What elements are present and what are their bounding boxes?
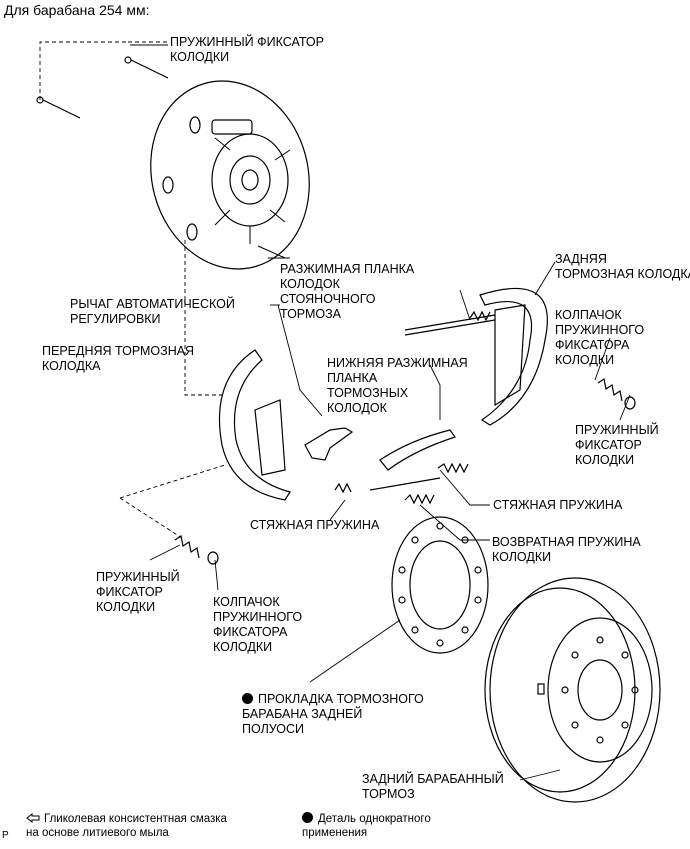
legend-single-use-text: Деталь однократного применения: [302, 813, 431, 839]
label-cap-right: КОЛПАЧОК ПРУЖИННОГО ФИКСАТОРА КОЛОДКИ: [555, 308, 645, 367]
label-tension-spring-right: СТЯЖНАЯ ПРУЖИНА: [493, 498, 623, 512]
grease-arrow-icon: [26, 813, 40, 823]
label-spring-retainer-top: ПРУЖИННЫЙ ФИКСАТОР КОЛОДКИ: [170, 35, 324, 64]
label-auto-adjust-lever: РЫЧАГ АВТОМАТИЧЕСКОЙ РЕГУЛИРОВКИ: [70, 297, 235, 326]
label-gasket: ПРОКЛАДКА ТОРМОЗНОГО БАРАБАНА ЗАДНЕЙ ПОЛ…: [242, 692, 424, 737]
page-title: Для барабана 254 мм:: [4, 2, 150, 18]
label-drum: ЗАДНИЙ БАРАБАННЫЙ ТОРМОЗ: [362, 772, 504, 801]
label-tension-spring-left: СТЯЖНАЯ ПРУЖИНА: [250, 518, 380, 532]
legend-single-use: Деталь однократного применения: [302, 812, 431, 840]
label-rear-shoe: ЗАДНЯЯ ТОРМОЗНАЯ КОЛОДКА: [555, 252, 690, 281]
label-parking-strut: РАЗЖИМНАЯ ПЛАНКА КОЛОДОК СТОЯНОЧНОГО ТОР…: [280, 262, 415, 321]
label-cap-left: КОЛПАЧОК ПРУЖИННОГО ФИКСАТОРА КОЛОДКИ: [213, 595, 303, 654]
figure-code: P: [2, 830, 9, 841]
label-spring-retainer-left: ПРУЖИННЫЙ ФИКСАТОР КОЛОДКИ: [96, 570, 180, 614]
legend-grease: Гликолевая консистентная смазка на основ…: [26, 812, 227, 840]
single-use-icon: [242, 693, 253, 704]
label-lower-strut: НИЖНЯЯ РАЗЖИМНАЯ ПЛАНКА ТОРМОЗНЫХ КОЛОДО…: [327, 356, 468, 415]
gasket-text: ПРОКЛАДКА ТОРМОЗНОГО БАРАБАНА ЗАДНЕЙ ПОЛ…: [242, 692, 424, 736]
single-use-icon: [302, 812, 313, 823]
label-front-shoe: ПЕРЕДНЯЯ ТОРМОЗНАЯ КОЛОДКА: [42, 344, 195, 373]
label-return-spring: ВОЗВРАТНАЯ ПРУЖИНА КОЛОДКИ: [492, 535, 641, 564]
legend-grease-text: Гликолевая консистентная смазка на основ…: [26, 813, 227, 839]
label-spring-retainer-right: ПРУЖИННЫЙ ФИКСАТОР КОЛОДКИ: [575, 423, 659, 467]
